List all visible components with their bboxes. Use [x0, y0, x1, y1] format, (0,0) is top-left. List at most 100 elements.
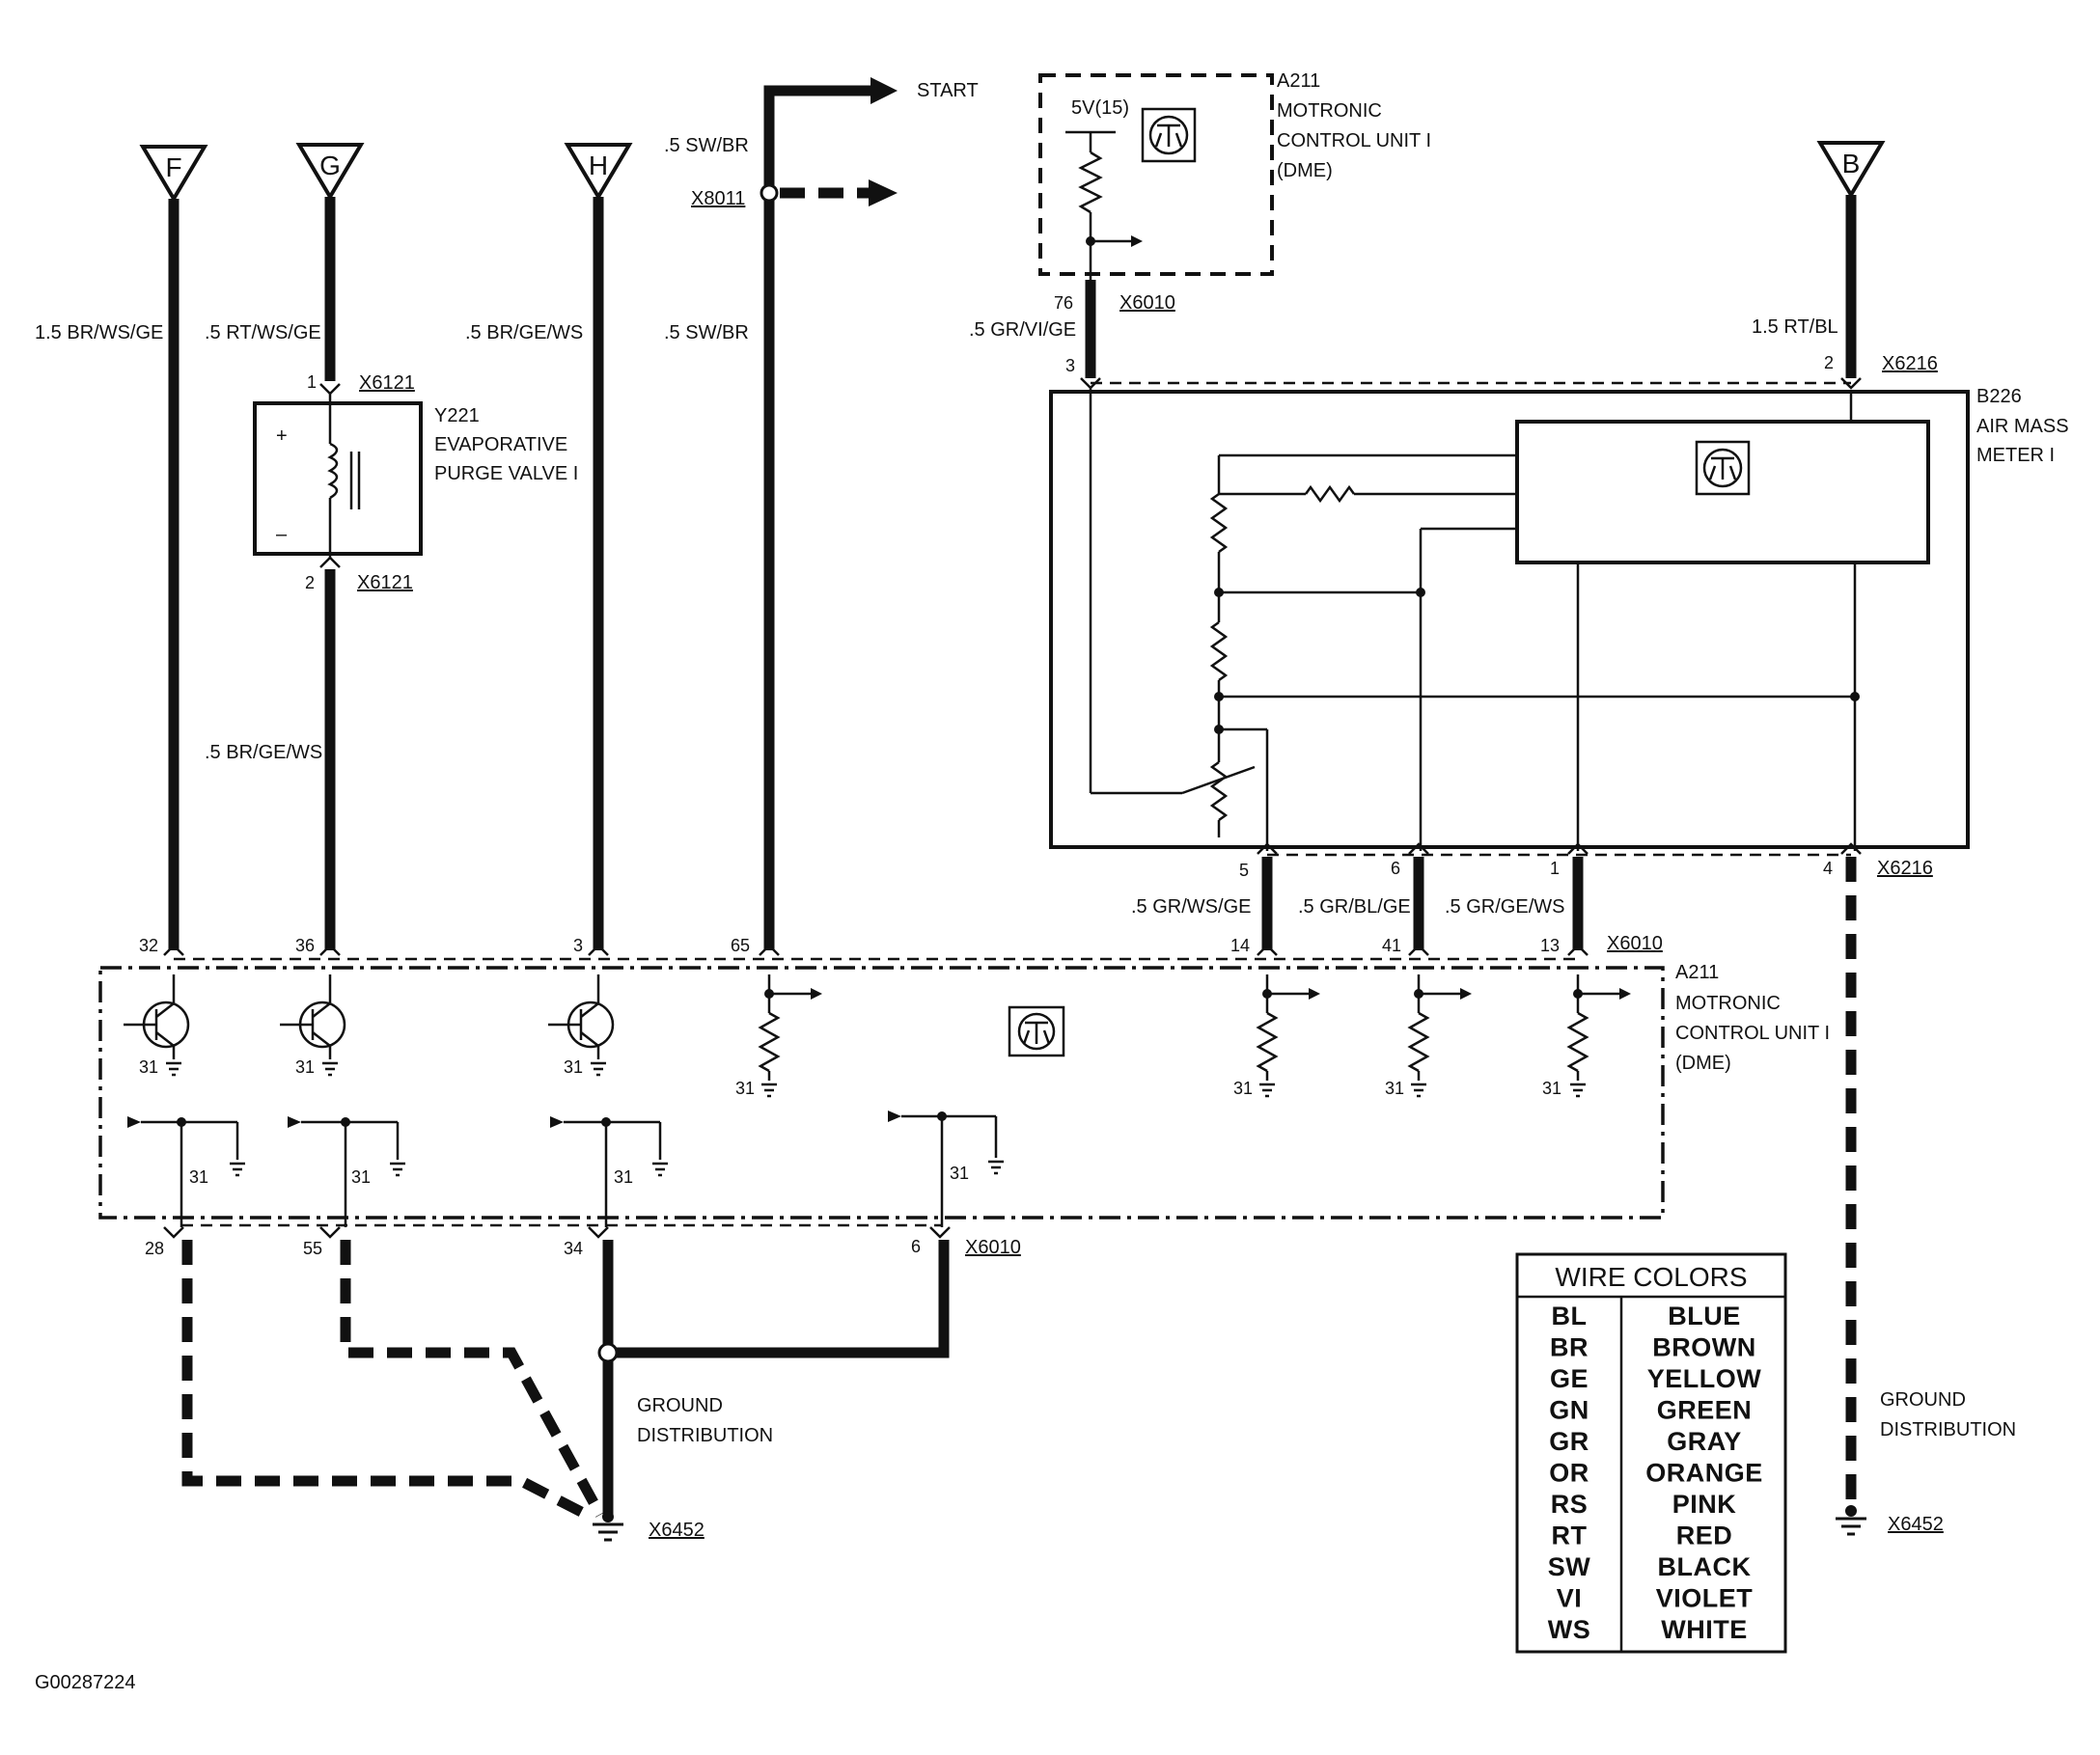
a211-main-transistor-symbol-icon: [1008, 1005, 1065, 1057]
input-stage-65: 31: [735, 974, 822, 1098]
resistor-icon: [1078, 151, 1103, 214]
connector-f: F: [139, 145, 208, 203]
wires-mam-bottom: [1261, 857, 1584, 950]
b226-conn-top: X6216: [1882, 353, 1938, 374]
ground-icon: [1259, 1083, 1275, 1098]
b226-line1: AIR MASS: [1976, 416, 2069, 437]
y221-purge-valve: + – 1 X6121 2 X6121 Y221 EVAPORATIVE PUR…: [253, 372, 578, 593]
ground-31: 31: [614, 1167, 633, 1187]
ground-31: 31: [950, 1164, 969, 1183]
wire-label-f: 1.5 BR/WS/GE: [35, 322, 163, 343]
ground-31: 31: [295, 1057, 315, 1077]
legend-code: GE: [1550, 1364, 1589, 1393]
b226-pin-5: 5: [1239, 861, 1249, 880]
driver-transistor-h: 31: [548, 974, 615, 1077]
a211-pin-65: 65: [731, 936, 750, 955]
driver-transistor-g: 31: [280, 974, 346, 1077]
ground-icon: [1570, 1083, 1586, 1098]
y221-name-1: EVAPORATIVE: [434, 434, 567, 455]
y221-pin-top: 1: [307, 372, 317, 392]
a211-main-line1: MOTRONIC: [1675, 993, 1781, 1014]
ground-stage-28: 31: [127, 1116, 245, 1227]
a211-top-line3: (DME): [1277, 160, 1333, 181]
a211-top-module: 5V(15) A211 MOTRONIC CONTROL UNIT I (DME…: [1038, 70, 1431, 314]
b226-pin-4: 4: [1823, 859, 1833, 878]
pin-marks: [163, 377, 1862, 1239]
ground-icon: [652, 1162, 668, 1177]
connector-h-label: H: [589, 151, 608, 180]
b226-electronics-box: [1515, 420, 1930, 564]
ground-31: 31: [189, 1167, 208, 1187]
legend-color-name: BLACK: [1658, 1552, 1752, 1581]
junction-x8011: [760, 183, 779, 203]
legend-color-name: RED: [1676, 1522, 1733, 1550]
legend-code: BL: [1552, 1302, 1588, 1330]
a211-top-supply: 5V(15): [1071, 97, 1129, 119]
a211-pin-55: 55: [303, 1239, 322, 1258]
y221-conn-bottom: X6121: [357, 572, 413, 593]
y221-plus: +: [276, 425, 288, 447]
b226-line2: METER I: [1976, 445, 2055, 466]
ground-icon: [1411, 1083, 1426, 1098]
a211-conn-bottom: X6010: [965, 1237, 1021, 1258]
junction-x8011-label: X8011: [691, 188, 745, 209]
a211-main-id: A211: [1675, 962, 1719, 983]
legend-color-name: ORANGE: [1645, 1459, 1763, 1488]
a211-pin-32: 32: [139, 936, 158, 955]
connector-b: B: [1816, 141, 1886, 199]
ground-icon: [988, 1160, 1004, 1175]
ground-left-line2: DISTRIBUTION: [637, 1425, 773, 1446]
legend-title: WIRE COLORS: [1555, 1262, 1747, 1292]
wire-label-start-top: .5 SW/BR: [664, 135, 749, 156]
legend-color-name: YELLOW: [1647, 1364, 1762, 1393]
wire-label-h: .5 BR/GE/WS: [465, 322, 583, 343]
resistor-icon: [1304, 484, 1356, 504]
legend-code: VI: [1557, 1584, 1583, 1613]
a211-top-conn: X6010: [1119, 292, 1175, 314]
input-stage-13: 31: [1542, 974, 1631, 1098]
ground-31: 31: [1542, 1079, 1561, 1098]
legend-color-name: WHITE: [1661, 1615, 1748, 1644]
ground-icon: [593, 1522, 623, 1542]
ground-31: 31: [1233, 1079, 1253, 1098]
ground-wiring-left: GROUND DISTRIBUTION X6452: [181, 1240, 950, 1542]
ground-icon: [1836, 1517, 1866, 1536]
wire-label-mam-5: .5 GR/WS/GE: [1131, 896, 1251, 918]
y221-conn-top: X6121: [359, 372, 415, 394]
ground-icon: [390, 1162, 405, 1177]
wire-label-mam-1: .5 GR/GE/WS: [1445, 896, 1564, 918]
ground-left-line1: GROUND: [637, 1395, 723, 1416]
b226-id: B226: [1976, 386, 2022, 407]
b226-pin-6: 6: [1391, 859, 1400, 878]
a211-conn-top: X6010: [1607, 933, 1663, 954]
ground-31: 31: [1385, 1079, 1404, 1098]
b226-air-mass-meter: 3 2 X6216: [1049, 353, 2069, 880]
legend-code: GN: [1549, 1396, 1589, 1425]
ground-31: 31: [139, 1057, 158, 1077]
a211-pin-13: 13: [1540, 936, 1560, 955]
connector-g: G: [295, 143, 365, 201]
a211-main-module: 32 36 3 65 14 41 13 X6010 31 31: [98, 933, 1830, 1258]
start-arrow-icon: [870, 77, 898, 104]
b226-pin-top-left: 3: [1065, 356, 1075, 375]
ground-icon: [322, 1061, 338, 1077]
y221-minus: –: [276, 524, 288, 545]
transistor-symbol-icon: [1141, 107, 1197, 163]
a211-pin-41: 41: [1382, 936, 1401, 955]
a211-pin-6: 6: [911, 1237, 921, 1256]
wire-start: [760, 77, 898, 950]
a211-main-line3: (DME): [1675, 1053, 1731, 1074]
coil-icon: [327, 442, 339, 500]
ground-wiring-right: GROUND DISTRIBUTION X6452: [1836, 1389, 2016, 1536]
ground-stage-6: 31: [888, 1111, 1004, 1227]
y221-id: Y221: [434, 405, 480, 426]
figure-id: G00287224: [35, 1672, 136, 1693]
ground-31: 31: [351, 1167, 371, 1187]
b226-transistor-symbol-icon: [1695, 440, 1751, 496]
legend-code: RS: [1551, 1490, 1589, 1519]
ground-icon: [761, 1083, 777, 1098]
driver-transistor-f: 31: [124, 974, 190, 1077]
legend-color-name: GRAY: [1667, 1427, 1742, 1456]
legend-color-name: BLUE: [1668, 1302, 1741, 1330]
